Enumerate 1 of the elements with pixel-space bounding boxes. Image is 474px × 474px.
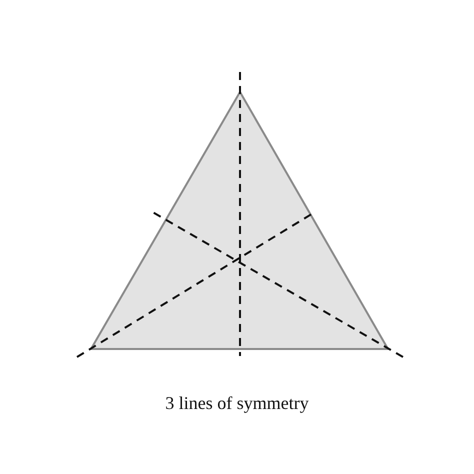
caption: 3 lines of symmetry: [165, 393, 309, 414]
